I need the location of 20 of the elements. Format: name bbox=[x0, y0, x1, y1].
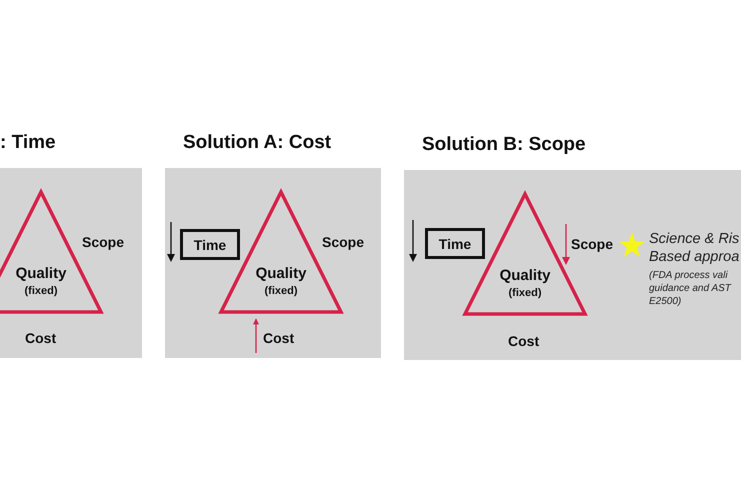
arrow bbox=[253, 318, 259, 353]
axis-label: Scope bbox=[82, 234, 124, 250]
axis-label: Cost bbox=[508, 333, 540, 349]
label-box: Time bbox=[180, 229, 240, 260]
label-box: Time bbox=[425, 228, 485, 259]
axis-label: Cost bbox=[263, 330, 294, 346]
triangle-label: Quality bbox=[254, 265, 308, 282]
panel-heading: : Time bbox=[0, 132, 56, 154]
triangle-sublabel: (fixed) bbox=[264, 285, 298, 297]
axis-label: Cost bbox=[25, 330, 56, 346]
axis-label: Scope bbox=[322, 234, 364, 250]
triangle-label: Quality bbox=[14, 265, 68, 282]
triangle-sublabel: (fixed) bbox=[508, 287, 542, 299]
panel-heading: Solution A: Cost bbox=[183, 132, 332, 154]
panel-heading: Solution B: Scope bbox=[422, 134, 586, 156]
axis-label: Scope bbox=[571, 236, 614, 252]
triangle-label: Quality bbox=[498, 267, 552, 284]
note-text: (FDA process vali guidance and AST E2500) bbox=[649, 269, 732, 308]
triangle-sublabel: (fixed) bbox=[24, 285, 58, 297]
note-text: Science & Ris Based approa bbox=[649, 230, 740, 266]
